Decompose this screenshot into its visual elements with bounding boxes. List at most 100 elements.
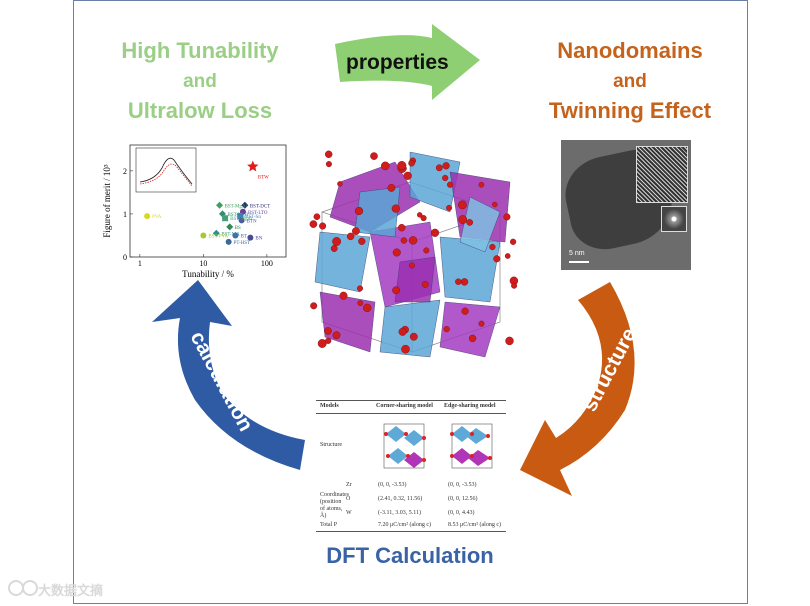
polyhedron	[394, 256, 436, 303]
left-title-line3: Ultralow Loss	[127, 98, 273, 123]
point-bt	[232, 232, 239, 239]
oxygen-atom	[442, 174, 449, 182]
point-btn	[238, 217, 245, 224]
oxygen-atom	[421, 280, 429, 288]
oxygen-atom	[358, 237, 366, 245]
oxygen-atom	[325, 150, 333, 159]
oxygen-atom	[511, 282, 518, 289]
table-total-p-label: Total P	[320, 522, 338, 528]
oxygen-atom	[442, 162, 450, 170]
table-header-rule	[316, 413, 506, 414]
oxygen-atom	[493, 255, 501, 263]
oxygen-atom	[478, 320, 485, 327]
oxygen-atom	[401, 344, 410, 354]
point-label-pt-hst: PT-HST	[234, 241, 251, 246]
oxygen-atom	[354, 206, 364, 216]
oxygen-atom	[310, 302, 318, 310]
point-label-bst-sn: BST-Sn	[245, 215, 261, 220]
oxygen-atom	[391, 204, 400, 213]
point-label-bst-mgal: BST-MgAl	[225, 204, 248, 209]
oxygen-atom	[392, 248, 401, 257]
oxygen-atom	[325, 161, 332, 168]
right-title-line1: Nanodomains	[557, 38, 703, 63]
oxygen-atom	[457, 200, 467, 210]
crystal-structure	[309, 150, 519, 358]
table-header-edge: Edge-sharing model	[444, 403, 496, 409]
point-label-bst-dct: BST-DCT	[250, 204, 270, 209]
point-label-bst-pva: BST-PVA	[208, 234, 228, 239]
oxygen-atom	[332, 237, 341, 246]
tem-fft-inset	[661, 206, 687, 232]
table-row-zr-edge: (0, 0, -3.53)	[448, 482, 477, 488]
properties-arrow-label: properties	[346, 51, 449, 74]
point-bst-dct	[241, 201, 249, 209]
table-header-corner: Corner-sharing model	[376, 403, 433, 409]
chart-inset-frame	[135, 147, 197, 193]
oxygen-atom	[492, 201, 498, 208]
oxygen-atom	[460, 278, 469, 286]
watermark-text: 大数据文摘	[38, 584, 104, 599]
properties-arrow	[335, 24, 480, 100]
oxygen-atom	[339, 291, 348, 300]
right-title-line3: Twinning Effect	[548, 98, 712, 123]
oxygen-atom	[319, 222, 327, 230]
point-bst-mgal	[222, 215, 229, 222]
table-row-w-sub: W	[346, 510, 352, 516]
oxygen-atom	[504, 253, 511, 259]
corner-sharing-model-image	[383, 423, 426, 469]
point-pva	[144, 213, 151, 220]
polyhedron	[439, 301, 501, 358]
oxygen-atom	[455, 278, 462, 285]
oxygen-atom	[403, 171, 412, 180]
oxygen-atom	[317, 339, 327, 348]
oxygen-atom	[397, 223, 406, 232]
oxygen-atom	[397, 161, 407, 171]
structure-arrow	[520, 282, 635, 496]
tem-hrtem-inset	[636, 146, 688, 203]
table-structure-label: Structure	[320, 442, 342, 448]
table-row-o-edge: (0, 0, 12.56)	[448, 496, 478, 502]
left-title-line1: High Tunability	[121, 38, 279, 63]
point-label-bst-mgal: BST-MgAl	[230, 217, 253, 222]
table-row-zr-corner: (0, 0, -3.53)	[378, 482, 407, 488]
point-label-btn: BTN	[247, 219, 257, 224]
table-total-p-corner: 7.20 μC/cm² (along c)	[378, 522, 432, 528]
polyhedron	[459, 196, 501, 253]
oxygen-atom	[400, 237, 408, 244]
oxygen-atom	[408, 236, 418, 245]
chart-inset-series-heating	[139, 157, 193, 185]
polyhedron	[379, 299, 441, 358]
oxygen-atom	[324, 327, 332, 335]
oxygen-atom	[337, 181, 343, 187]
point-label-bst-lto: BST-LTO	[248, 211, 268, 216]
y-tick-label: 1	[123, 210, 127, 219]
point-label-btw: BTW	[258, 176, 269, 181]
oxygen-atom	[461, 307, 469, 315]
oxygen-atom	[478, 181, 485, 188]
oxygen-atom	[466, 219, 473, 226]
dft-title: DFT Calculation	[326, 543, 494, 568]
oxygen-atom	[416, 212, 423, 218]
oxygen-atom	[423, 247, 430, 254]
oxygen-atom	[346, 232, 355, 241]
oxygen-atom	[447, 181, 454, 188]
left-title-line2: and	[183, 71, 217, 92]
oxygen-atom	[325, 337, 332, 344]
oxygen-atom	[409, 332, 418, 341]
watermark-logo-icon	[8, 580, 38, 596]
oxygen-atom	[309, 220, 318, 228]
oxygen-atom	[468, 334, 477, 343]
chart-ylabel: Figure of merit / 10³	[102, 164, 112, 237]
point-bs	[226, 223, 234, 231]
table-bottom-rule	[316, 531, 506, 532]
oxygen-atom	[503, 213, 511, 221]
table-coordinates-label: Coordinates (position of atoms, Å)	[320, 492, 349, 519]
oxygen-atom	[352, 227, 360, 236]
oxygen-atom	[458, 215, 468, 225]
calculation-arrow	[152, 280, 305, 470]
oxygen-atom	[392, 286, 401, 295]
point-bst-pva	[200, 232, 207, 239]
point-label-bt: BT	[240, 234, 246, 239]
oxygen-atom	[510, 238, 517, 245]
oxygen-atom	[430, 228, 440, 237]
